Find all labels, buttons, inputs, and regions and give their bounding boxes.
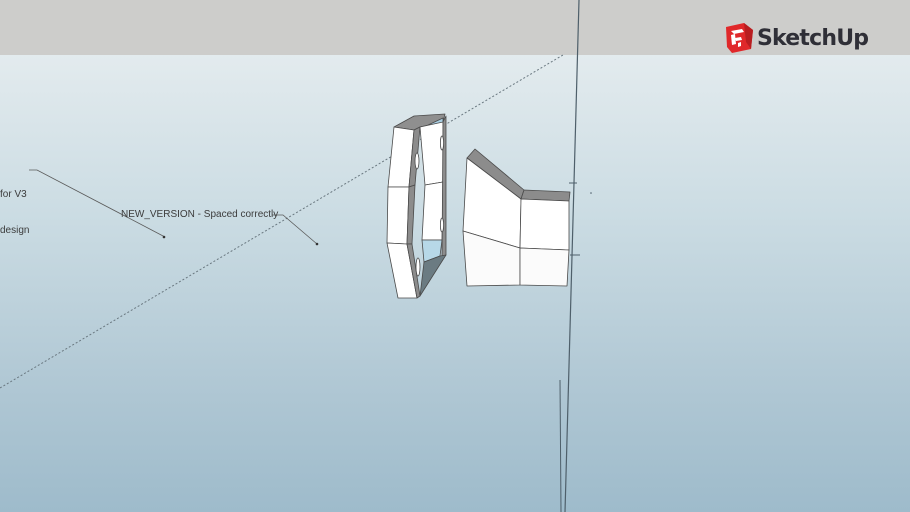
hexagonal-frame-model[interactable] (386, 113, 447, 299)
app-name: SketchUp (757, 25, 869, 51)
ground (0, 55, 910, 512)
sketchup-logo-icon (726, 23, 753, 53)
sky (0, 0, 910, 55)
dotted-axis-line (0, 54, 564, 389)
annotation-v3-note[interactable]: for V3 design (0, 165, 29, 261)
sketchup-logo: SketchUp (724, 21, 869, 55)
leader-line-v3 (29, 169, 166, 238)
vertical-guide-line (559, 379, 562, 512)
leader-line-new-version (272, 214, 318, 245)
leader-endpoint (162, 235, 166, 239)
vertical-axis-line (564, 0, 580, 512)
bent-panel-model[interactable] (462, 148, 571, 287)
axis-point (590, 192, 592, 194)
annotation-line: for V3 (0, 189, 27, 200)
annotation-line: design (0, 225, 30, 236)
leader-endpoint (315, 242, 319, 246)
annotation-new-version[interactable]: NEW_VERSION - Spaced correctly (121, 209, 279, 220)
